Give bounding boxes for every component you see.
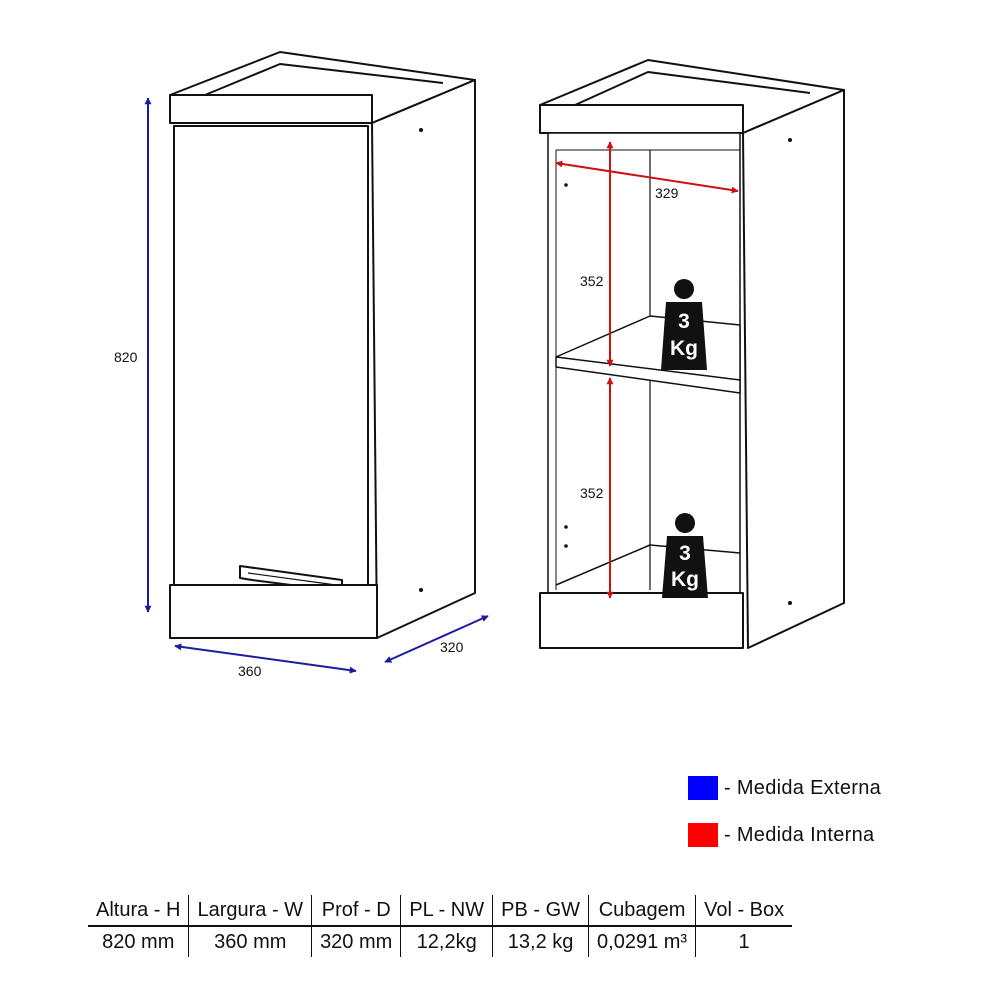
top-back-rail	[574, 71, 811, 106]
cell-volume: 0,0291 m³	[588, 926, 696, 957]
external-dimensions	[144, 97, 489, 674]
mount-hole	[788, 138, 792, 142]
cell-gross-weight: 13,2 kg	[492, 926, 589, 957]
legend-swatch-blue	[688, 776, 718, 800]
weight-icon: 3 Kg	[662, 513, 708, 598]
header-volume: Cubagem	[588, 895, 696, 927]
inner-width-dim-label: 329	[655, 185, 679, 201]
top-rail	[169, 94, 373, 124]
spec-table: Altura - H Largura - W Prof - D PL - NW …	[88, 895, 793, 957]
header-depth: Prof - D	[311, 895, 401, 927]
width-dim-line	[174, 643, 357, 674]
base-plinth	[539, 592, 744, 649]
header-gross-weight: PB - GW	[492, 895, 589, 927]
legend-external: - Medida Externa	[688, 776, 881, 800]
depth-dim-label: 320	[440, 639, 464, 655]
table-row: 820 mm 360 mm 320 mm 12,2kg 13,2 kg 0,02…	[88, 926, 793, 957]
legend-label-external: - Medida Externa	[724, 776, 882, 799]
cell-net-weight: 12,2kg	[400, 926, 493, 957]
weight-icon: 3 Kg	[661, 279, 707, 370]
cell-boxes: 1	[695, 926, 793, 957]
cell-depth: 320 mm	[311, 926, 401, 957]
lower-shelf-dim-label: 352	[580, 485, 604, 501]
header-net-weight: PL - NW	[400, 895, 493, 927]
weight-unit: Kg	[671, 568, 699, 591]
top-back-rail	[204, 63, 444, 96]
legend-label-internal: - Medida Interna	[724, 823, 875, 846]
depth-dim-line	[384, 615, 489, 663]
header-width: Largura - W	[188, 895, 312, 927]
mount-hole	[419, 588, 423, 592]
weight-number: 3	[679, 542, 691, 565]
weight-unit: Kg	[670, 337, 698, 360]
front-door	[173, 125, 369, 587]
height-dim-label: 820	[114, 349, 138, 365]
side-panel	[742, 89, 845, 649]
upper-shelf-dim-label: 352	[580, 273, 604, 289]
side-panel	[371, 79, 476, 639]
mount-hole	[788, 601, 792, 605]
header-height: Altura - H	[88, 895, 189, 927]
cabinet-drawing: 820 360 320 329 352 352 3 Kg	[114, 51, 845, 679]
closed-cabinet	[169, 51, 476, 639]
internal-dimensions	[555, 141, 739, 599]
width-dim-label: 360	[238, 663, 262, 679]
inner-width-dim-line	[555, 160, 739, 194]
spec-header-row: Altura - H Largura - W Prof - D PL - NW …	[88, 895, 793, 927]
base-plinth	[169, 584, 378, 639]
header-boxes: Vol - Box	[695, 895, 793, 927]
top-rail	[539, 104, 744, 134]
legend-internal: - Medida Interna	[688, 823, 874, 847]
cell-height: 820 mm	[102, 930, 175, 953]
mount-hole	[419, 128, 423, 132]
weight-number: 3	[678, 310, 690, 333]
cell-width: 360 mm	[188, 926, 312, 957]
legend-swatch-red	[688, 823, 718, 847]
